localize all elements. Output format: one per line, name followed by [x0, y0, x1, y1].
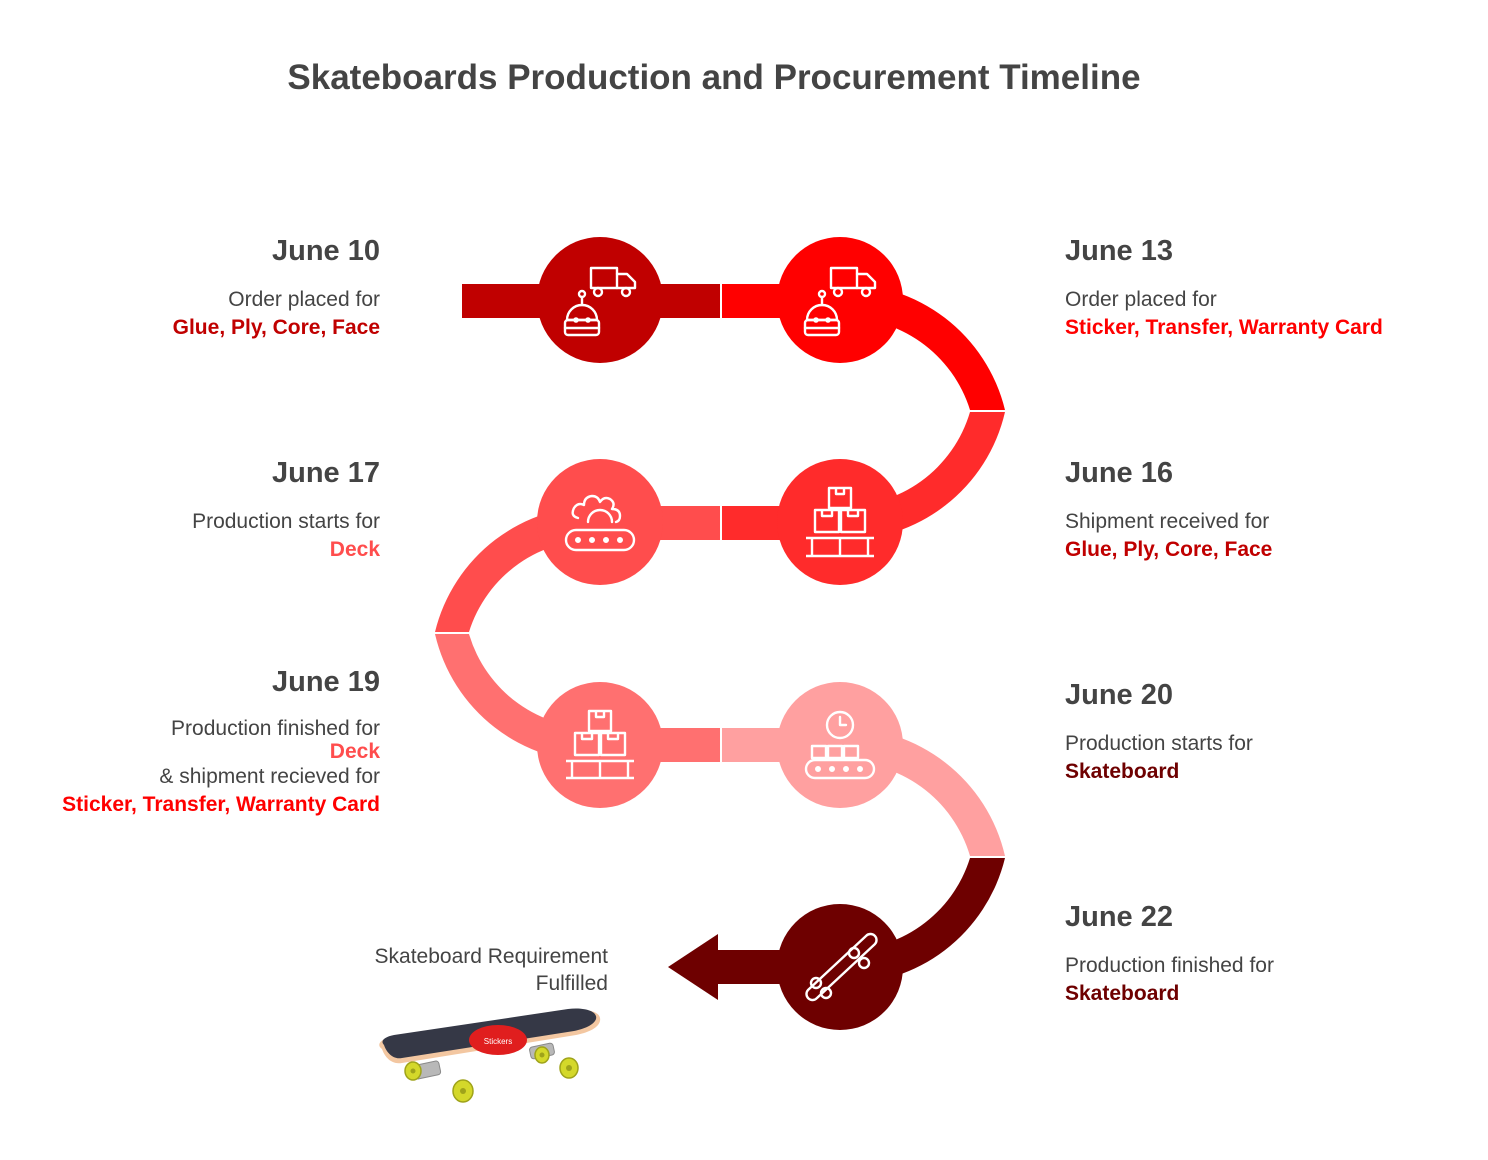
end-label-line-1: Skateboard Requirement — [374, 945, 608, 968]
step-highlight: Deck — [329, 538, 380, 561]
step-date: June 13 — [1065, 235, 1173, 267]
skateboard-icon — [805, 932, 878, 1002]
step-june-19: June 19 Production finished for Deck & s… — [0, 665, 380, 819]
step-highlight: Skateboard — [1065, 982, 1180, 1005]
step-highlight-2: Sticker, Transfer, Warranty Card — [62, 793, 380, 816]
step-date: June 17 — [272, 457, 380, 489]
step-june-20: June 20 Production starts for Skateboard — [1065, 678, 1485, 786]
step-description: Production starts for — [1065, 732, 1253, 755]
step-highlight: Glue, Ply, Core, Face — [172, 316, 380, 339]
sticker-circle — [469, 1025, 527, 1055]
step-june-16: June 16 Shipment received for Glue, Ply,… — [1065, 456, 1485, 564]
step-node-6 — [777, 682, 903, 808]
step-node-4 — [537, 459, 663, 585]
step-june-22: June 22 Production finished for Skateboa… — [1065, 900, 1485, 1008]
step-date: June 20 — [1065, 679, 1173, 711]
step-highlight: Sticker, Transfer, Warranty Card — [1065, 316, 1383, 339]
stacked-boxes-pallet-icon — [566, 709, 634, 780]
step-description: Production finished for — [171, 717, 380, 740]
step-description: Order placed for — [228, 288, 380, 311]
step-node-5 — [537, 682, 663, 808]
conveyor-clock-icon — [804, 710, 876, 780]
skateboard-illustration: Stickers — [379, 1008, 601, 1103]
step-node-3 — [777, 459, 903, 585]
step-description: Shipment received for — [1065, 510, 1270, 533]
step-june-10: June 10 Order placed for Glue, Ply, Core… — [0, 234, 380, 342]
end-label-line-2: Fulfilled — [535, 972, 608, 995]
step-node-1 — [537, 237, 663, 363]
robot-delivery-truck-icon — [563, 266, 637, 337]
step-june-17: June 17 Production starts for Deck — [0, 456, 380, 564]
stacked-boxes-pallet-icon — [806, 486, 874, 558]
step-node-2 — [777, 237, 903, 363]
end-arrow-head — [668, 934, 718, 1000]
step-june-13: June 13 Order placed for Sticker, Transf… — [1065, 234, 1485, 342]
step-highlight: Skateboard — [1065, 760, 1180, 783]
sticker-text: Stickers — [484, 1037, 512, 1046]
step-date: June 19 — [272, 666, 380, 698]
page-title: Skateboards Production and Procurement T… — [287, 58, 1141, 97]
step-description: Order placed for — [1065, 288, 1217, 311]
step-highlight: Glue, Ply, Core, Face — [1065, 538, 1273, 561]
end-label: Skateboard Requirement Fulfilled — [300, 943, 608, 997]
step-date: June 22 — [1065, 901, 1173, 933]
step-description-2: & shipment recieved for — [159, 765, 380, 788]
step-description: Production starts for — [192, 510, 380, 533]
robot-delivery-truck-icon — [803, 266, 877, 337]
step-highlight: Deck — [329, 740, 380, 763]
step-date: June 16 — [1065, 457, 1173, 489]
step-date: June 10 — [272, 235, 380, 267]
conveyor-gear-icon — [564, 494, 636, 552]
step-description: Production finished for — [1065, 954, 1274, 977]
step-node-7 — [777, 904, 903, 1030]
